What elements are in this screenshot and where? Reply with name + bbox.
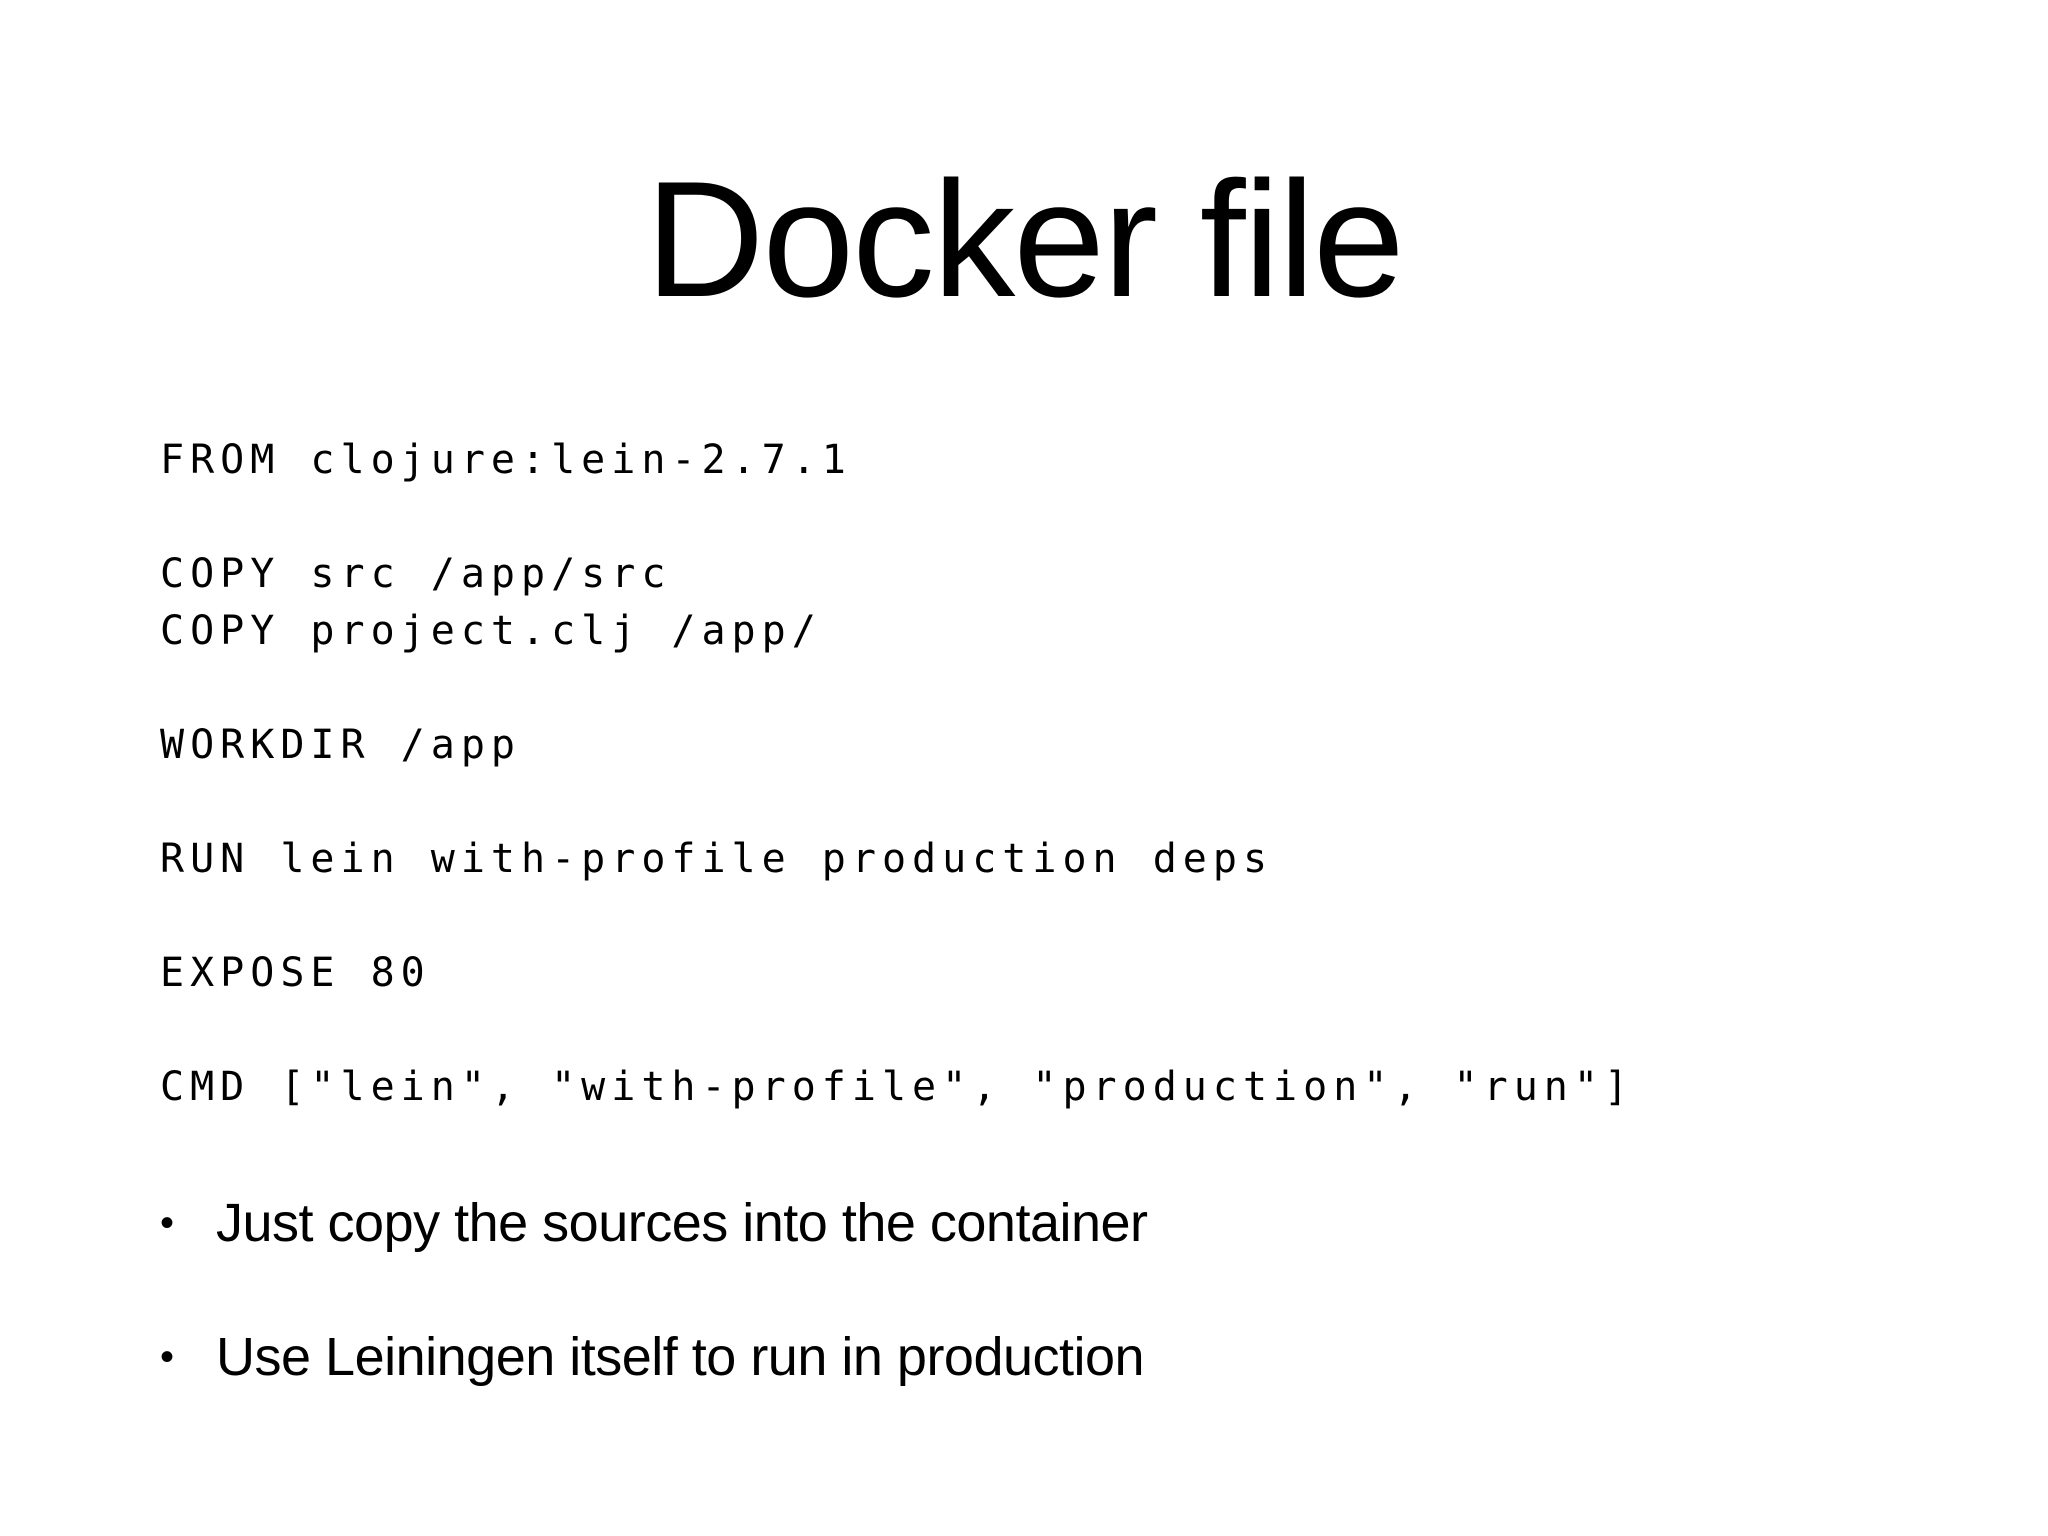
bullet-icon: • xyxy=(160,1201,174,1245)
code-line: FROM clojure:lein-2.7.1 xyxy=(160,437,852,483)
code-line xyxy=(160,660,1634,717)
code-line xyxy=(160,888,1634,945)
code-line: EXPOSE 80 xyxy=(160,950,431,996)
bullet-item-label: Just copy the sources into the container xyxy=(216,1193,1148,1253)
bullet-item-label: Use Leiningen itself to run in productio… xyxy=(216,1327,1145,1387)
code-line xyxy=(160,774,1634,831)
list-item: • Just copy the sources into the contain… xyxy=(160,1190,1148,1257)
list-item: • Use Leiningen itself to run in product… xyxy=(160,1324,1148,1391)
code-line xyxy=(160,489,1634,546)
page-title: Docker file xyxy=(645,147,1404,331)
code-line: CMD ["lein", "with-profile", "production… xyxy=(160,1064,1635,1110)
code-line: RUN lein with-profile production deps xyxy=(160,836,1274,882)
code-line xyxy=(160,1002,1634,1059)
code-line: COPY src /app/src xyxy=(160,551,672,597)
dockerfile-code-block: FROM clojure:lein-2.7.1 COPY src /app/sr… xyxy=(160,432,1634,1116)
bullet-icon: • xyxy=(160,1335,174,1379)
bullet-list: • Just copy the sources into the contain… xyxy=(160,1190,1148,1458)
code-line: WORKDIR /app xyxy=(160,722,521,768)
code-line: COPY project.clj /app/ xyxy=(160,608,822,654)
